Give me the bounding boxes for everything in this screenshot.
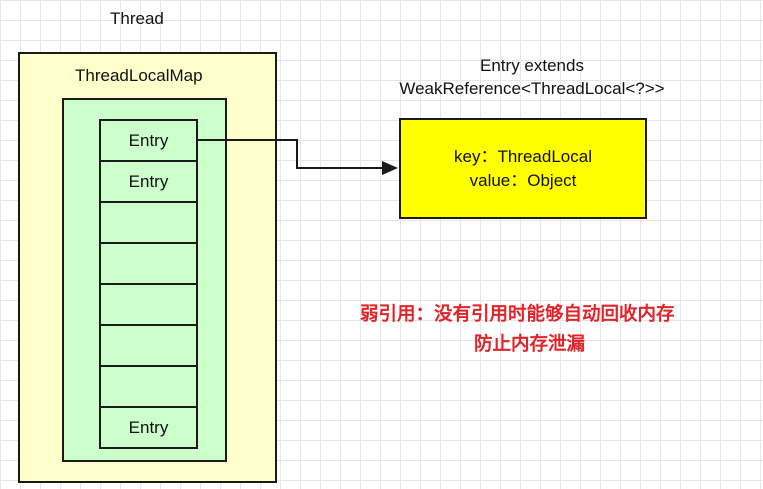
entry-key-field: key：ThreadLocal (454, 146, 592, 166)
entry-cell-empty (101, 201, 196, 242)
reference-arrow-line (198, 139, 384, 169)
weak-reference-note: 弱引用：没有引用时能够自动回收内存 防止内存泄漏 (360, 300, 763, 360)
entry-class-title-line1: Entry extends (480, 56, 584, 75)
arrowhead-icon (382, 161, 398, 175)
note-line-1: 弱引用：没有引用时能够自动回收内存 (360, 304, 675, 325)
entry-cell: Entry (128, 130, 169, 150)
entry-class-box: key：ThreadLocal value：Object (399, 118, 647, 219)
entry-cell: Entry (101, 160, 196, 201)
note-line-2: 防止内存泄漏 (474, 334, 586, 355)
entry-cell: Entry (101, 406, 196, 447)
entry-class-title: Entry extends WeakReference<ThreadLocal<… (352, 54, 712, 100)
entry-table: Entry Entry Entry (99, 119, 198, 449)
entry-class-title-line2: WeakReference<ThreadLocal<?>> (399, 79, 665, 98)
entry-value-field: value：Object (469, 170, 577, 190)
entry-cell-empty (101, 242, 196, 283)
thread-label: Thread (110, 9, 164, 28)
entry-cell-empty (101, 324, 196, 365)
entry-cell-empty (101, 365, 196, 406)
thread-local-map-label: ThreadLocalMap (75, 66, 203, 85)
entry-cell-empty (101, 283, 196, 324)
